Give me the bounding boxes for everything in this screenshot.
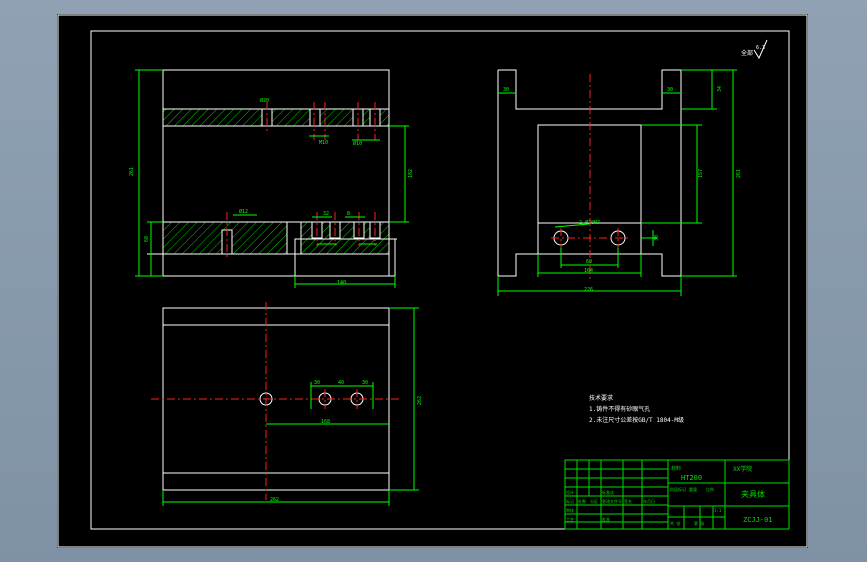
tb-row-date: 年月日: [643, 498, 655, 504]
side-dim-text: 30 30 34 157 261 60 164 226 2-Ø20H7 30: [503, 86, 742, 293]
dim-front-height: 261: [129, 167, 135, 176]
dim-inner-width: 164: [584, 268, 593, 274]
dim-small-a: 32: [323, 211, 329, 217]
title-block-text: 材料 HT200 XX学院 夹具体 ZCJJ-01 阶段标记 重量 比例 1:1…: [566, 465, 773, 526]
dim-gap-small2: Ø10: [353, 140, 362, 147]
tb-design-label: 设计: [566, 489, 574, 495]
dim-gap3: 30: [362, 380, 368, 386]
tb-row-sign: 签名: [624, 498, 632, 504]
dim-bottom-width: 140: [337, 280, 346, 286]
top-dimensions: [162, 307, 419, 506]
tb-ratio-label: 比例: [706, 486, 714, 492]
tb-standard-label: 标准化: [602, 489, 614, 495]
dim-bottom: 30: [654, 235, 660, 241]
lower-section: [162, 221, 390, 255]
tb-weight-label: 重量: [689, 486, 697, 492]
tb-row-mark: 标记: [566, 498, 574, 504]
dim-slot-left: 30: [503, 87, 509, 93]
top-centerlines: [151, 302, 402, 500]
tb-material: HT200: [681, 474, 702, 482]
tb-school: XX学院: [733, 465, 752, 473]
tb-review-label: 审核: [566, 507, 574, 513]
dim-gap-small: M10: [319, 140, 328, 146]
technical-notes: 技术要求 1.铸件不得有砂眼气孔 2.未注尺寸公差按GB/T 1804-M级: [589, 394, 684, 424]
tb-row-zone: 分区: [590, 498, 598, 504]
dim-gap1: 30: [314, 380, 320, 386]
front-centerlines: [226, 102, 376, 260]
front-base: [294, 238, 396, 277]
dim-hole-note: 2-Ø20H7: [579, 219, 600, 226]
top-dim-text: 262 262 168 30 40 30: [270, 380, 423, 503]
dim-lower-hole: Ø12: [239, 208, 248, 215]
tb-sheet-no: 第 张: [694, 520, 704, 526]
dim-small-b: 8: [347, 211, 350, 217]
tb-row-count: 处数: [578, 498, 586, 504]
note-title: 技术要求: [589, 394, 613, 402]
dim-top-height: 262: [417, 396, 423, 405]
dim-gap2: 40: [338, 380, 344, 386]
title-block: [564, 459, 790, 530]
outer-border: [57, 14, 808, 548]
side-dimensions: [497, 69, 737, 296]
dim-slot-depth: 34: [717, 86, 723, 92]
tb-sheet-total: 共 张: [670, 520, 680, 526]
dim-overall-width: 226: [584, 287, 593, 293]
dim-hole-pitch: 60: [586, 259, 592, 265]
cad-drawing: 261 Ø20 M10 Ø10 182 Ø12 60 140 32 8: [57, 14, 808, 548]
upper-section: [162, 108, 390, 127]
drawing-canvas[interactable]: 261 Ø20 M10 Ø10 182 Ø12 60 140 32 8: [57, 14, 808, 548]
tb-stage-label: 阶段标记: [670, 486, 686, 492]
side-centerlines: [551, 74, 629, 282]
dim-upper-hole: Ø20: [260, 97, 269, 104]
dim-slot-right: 30: [667, 87, 673, 93]
roughness-label: 全部: [741, 49, 753, 57]
tb-approve-label: 批准: [602, 516, 610, 522]
roughness-value: 6.3: [756, 45, 765, 51]
tb-drawing-no: ZCJJ-01: [743, 516, 773, 524]
dim-total-height: 261: [736, 169, 742, 178]
note-2: 2.未注尺寸公差按GB/T 1804-M级: [589, 416, 684, 424]
dim-bottom-height: 60: [144, 236, 150, 242]
tb-row-file: 更改文件号: [602, 498, 622, 504]
dim-top-width: 262: [270, 497, 279, 503]
dim-inner-height: 157: [698, 169, 704, 178]
note-1: 1.铸件不得有砂眼气孔: [589, 405, 650, 413]
inner-border: [90, 30, 790, 530]
front-dim-text: 261 Ø20 M10 Ø10 182 Ø12 60 140 32 8: [129, 97, 414, 286]
dim-right-height: 182: [408, 169, 414, 178]
front-dimensions: [135, 69, 409, 288]
roughness-symbol: 全部 6.3: [741, 39, 768, 60]
tb-craft-label: 工艺: [566, 517, 574, 522]
tb-part-name: 夹具体: [741, 489, 765, 499]
tb-scale: 1:1: [714, 508, 722, 513]
tb-material-label: 材料: [671, 465, 681, 472]
dim-top-span: 168: [321, 419, 330, 425]
front-body: [162, 69, 390, 277]
